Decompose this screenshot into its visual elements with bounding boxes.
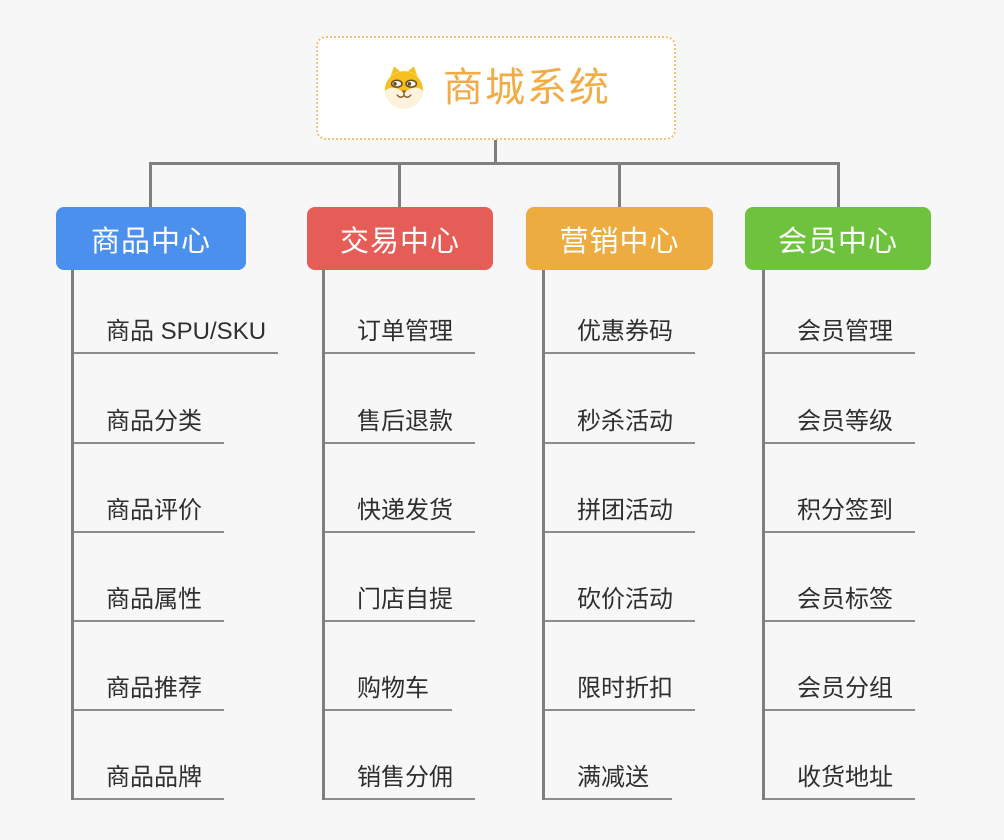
child-node[interactable]: 商品 SPU/SKU bbox=[74, 306, 278, 354]
connector-horizontal bbox=[149, 162, 840, 165]
connector-root-stem bbox=[494, 140, 497, 165]
child-node[interactable]: 满减送 bbox=[545, 752, 672, 800]
child-node[interactable]: 商品推荐 bbox=[74, 663, 224, 711]
connector-drop-3 bbox=[618, 162, 621, 207]
child-node[interactable]: 门店自提 bbox=[325, 574, 475, 622]
dog-face-icon bbox=[384, 66, 424, 110]
child-node[interactable]: 会员等级 bbox=[765, 396, 915, 444]
child-node[interactable]: 商品评价 bbox=[74, 485, 224, 533]
branch-column-marketing: 优惠券码 秒杀活动 拼团活动 砍价活动 限时折扣 满减送 bbox=[542, 270, 695, 800]
child-node[interactable]: 优惠券码 bbox=[545, 306, 695, 354]
branch-node-product-center[interactable]: 商品中心 bbox=[56, 207, 246, 270]
branch-node-marketing-center[interactable]: 营销中心 bbox=[526, 207, 713, 270]
child-node[interactable]: 拼团活动 bbox=[545, 485, 695, 533]
child-node[interactable]: 会员标签 bbox=[765, 574, 915, 622]
child-node[interactable]: 购物车 bbox=[325, 663, 452, 711]
connector-drop-2 bbox=[398, 162, 401, 207]
child-node[interactable]: 销售分佣 bbox=[325, 752, 475, 800]
branch-node-member-center[interactable]: 会员中心 bbox=[745, 207, 931, 270]
child-node[interactable]: 售后退款 bbox=[325, 396, 475, 444]
branch-column-trade: 订单管理 售后退款 快递发货 门店自提 购物车 销售分佣 bbox=[322, 270, 475, 800]
child-node[interactable]: 秒杀活动 bbox=[545, 396, 695, 444]
root-node[interactable]: 商城系统 bbox=[316, 36, 676, 140]
connector-drop-1 bbox=[149, 162, 152, 207]
connector-drop-4 bbox=[837, 162, 840, 207]
child-node[interactable]: 积分签到 bbox=[765, 485, 915, 533]
child-node[interactable]: 商品分类 bbox=[74, 396, 224, 444]
child-node[interactable]: 砍价活动 bbox=[545, 574, 695, 622]
child-node[interactable]: 快递发货 bbox=[325, 485, 475, 533]
child-node[interactable]: 限时折扣 bbox=[545, 663, 695, 711]
child-node[interactable]: 会员管理 bbox=[765, 306, 915, 354]
child-node[interactable]: 商品属性 bbox=[74, 574, 224, 622]
branch-column-member: 会员管理 会员等级 积分签到 会员标签 会员分组 收货地址 bbox=[762, 270, 915, 800]
child-node[interactable]: 会员分组 bbox=[765, 663, 915, 711]
child-node[interactable]: 订单管理 bbox=[325, 306, 475, 354]
child-node[interactable]: 商品品牌 bbox=[74, 752, 224, 800]
branch-node-trade-center[interactable]: 交易中心 bbox=[307, 207, 493, 270]
child-node[interactable]: 收货地址 bbox=[765, 752, 915, 800]
branch-column-product: 商品 SPU/SKU 商品分类 商品评价 商品属性 商品推荐 商品品牌 bbox=[71, 270, 278, 800]
root-title: 商城系统 bbox=[443, 66, 611, 110]
